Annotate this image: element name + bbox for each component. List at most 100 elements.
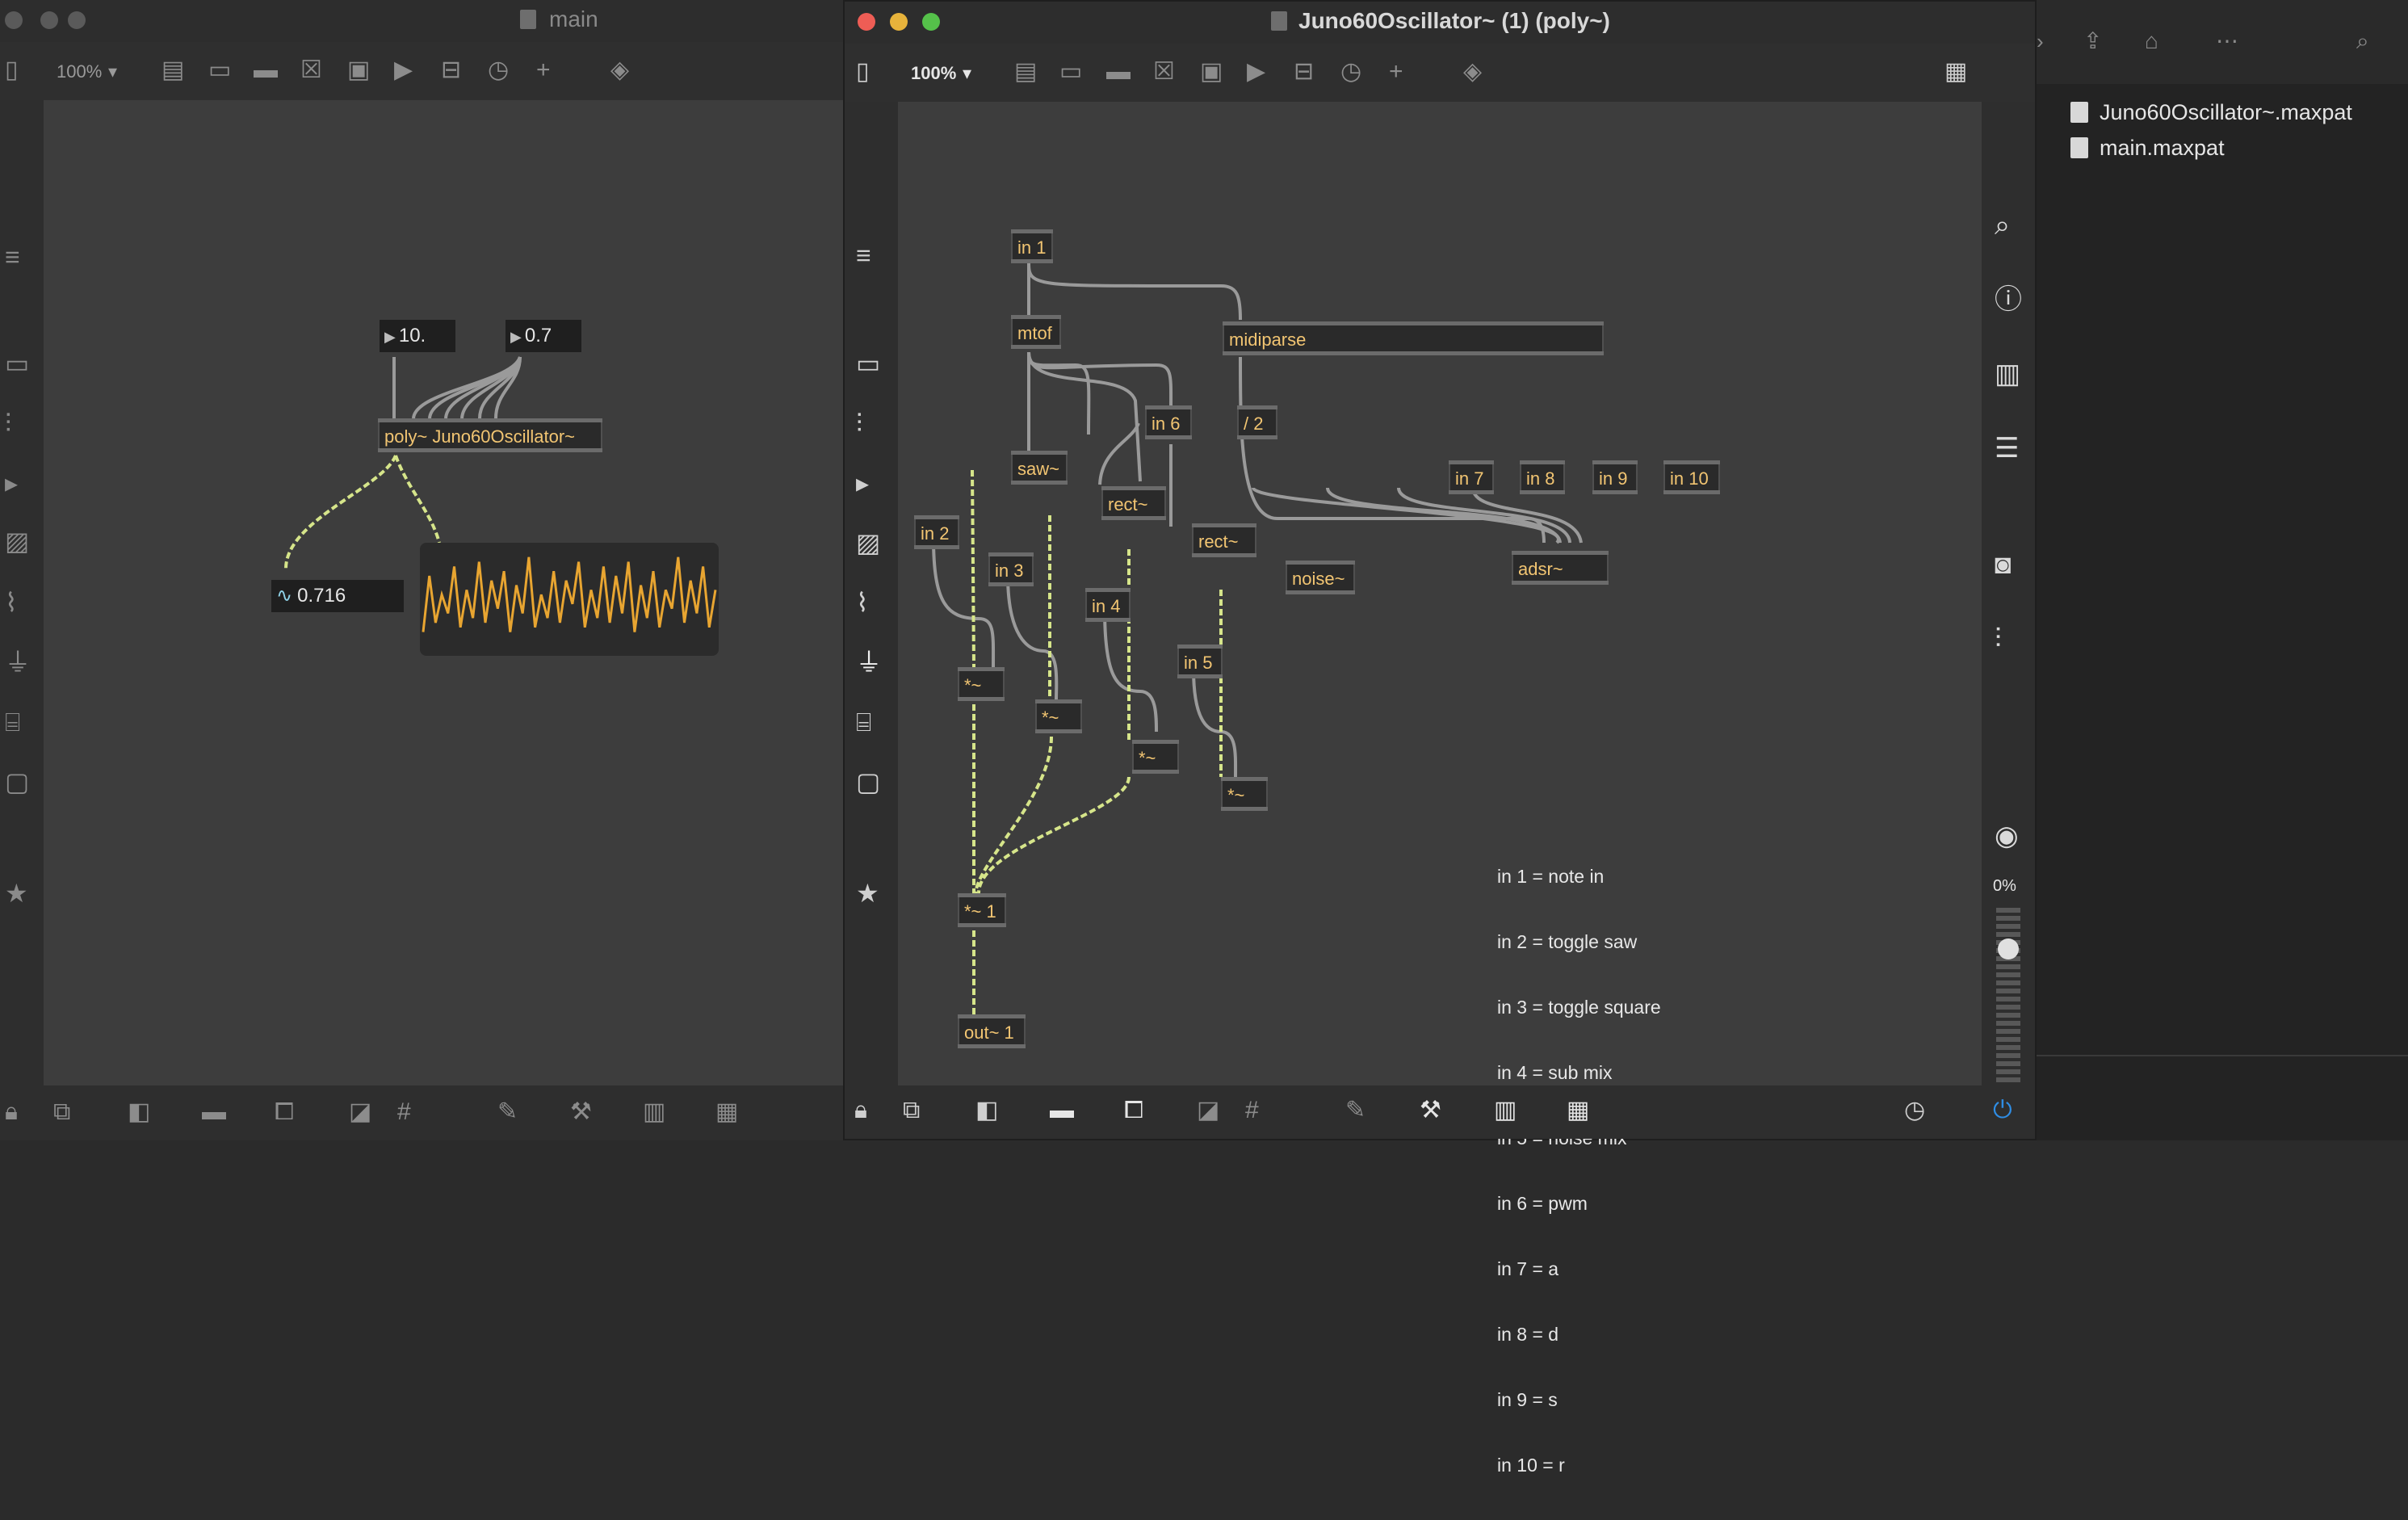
console-icon[interactable]: ▬: [202, 1098, 226, 1125]
object-in-7[interactable]: in 7: [1449, 460, 1494, 494]
more-icon[interactable]: ⋯: [2216, 28, 2238, 53]
comment-icon[interactable]: ▬: [1106, 58, 1131, 85]
add-object-icon[interactable]: +: [536, 57, 551, 83]
number-object-icon[interactable]: ▶: [394, 57, 413, 83]
object-mtof[interactable]: mtof: [1011, 315, 1061, 349]
object-out-1[interactable]: out~ 1: [958, 1014, 1026, 1048]
add-object-icon[interactable]: +: [1389, 58, 1403, 85]
toggle-object-icon[interactable]: ▣: [347, 57, 371, 83]
object-multiply-env[interactable]: *~ 1: [958, 893, 1006, 927]
object-midiparse[interactable]: midiparse: [1223, 321, 1604, 355]
windows-icon[interactable]: ⧠: [1124, 1097, 1143, 1123]
debug-icon[interactable]: ◧: [975, 1097, 999, 1123]
comment-icon[interactable]: ▬: [254, 57, 278, 83]
close-button[interactable]: [5, 11, 23, 29]
image-icon[interactable]: ▨: [856, 528, 881, 557]
object-divide-2[interactable]: / 2: [1237, 405, 1277, 439]
chevron-icon[interactable]: ›: [2037, 29, 2044, 53]
paperclip-icon[interactable]: ⌇: [5, 588, 18, 617]
zoom-level[interactable]: 100%: [57, 61, 103, 82]
mixer-icon[interactable]: ▦: [715, 1098, 739, 1125]
audio-icon[interactable]: ⫶: [5, 409, 12, 438]
mixer-icon[interactable]: ▦: [1567, 1097, 1590, 1123]
hide-icon[interactable]: ◪: [1197, 1097, 1220, 1123]
add-object-icon[interactable]: ✎: [497, 1098, 518, 1125]
object-in-2[interactable]: in 2: [914, 515, 959, 549]
object-adsr[interactable]: adsr~: [1512, 551, 1609, 585]
chevron-down-icon[interactable]: ▾: [963, 63, 972, 83]
grid-icon[interactable]: #: [397, 1098, 411, 1125]
console-icon[interactable]: ▬: [1050, 1097, 1074, 1123]
star-icon[interactable]: ★: [5, 879, 28, 908]
menu-icon[interactable]: ≡: [5, 242, 20, 271]
debug-icon[interactable]: ◧: [128, 1098, 151, 1125]
signal-number-box[interactable]: ∿0.716: [271, 580, 404, 612]
power-icon[interactable]: ⏻: [1993, 1097, 2012, 1123]
zoom-level[interactable]: 100%: [911, 63, 957, 83]
lock-icon[interactable]: 🔒︎: [854, 1097, 867, 1123]
grid-icon[interactable]: #: [1245, 1097, 1259, 1123]
paperclip-icon[interactable]: ⌇: [856, 588, 869, 617]
object-noise[interactable]: noise~: [1286, 561, 1355, 594]
poly-canvas[interactable]: in 1 mtof midiparse in 6 / 2 saw~ rect~ …: [898, 102, 1982, 1476]
video-icon[interactable]: ▸: [5, 468, 19, 498]
presentation-icon[interactable]: ⧉: [53, 1098, 71, 1125]
dial-object-icon[interactable]: ◷: [1340, 58, 1362, 85]
tag-icon[interactable]: ⌂: [2145, 28, 2158, 53]
presentation-icon[interactable]: ⧉: [903, 1097, 921, 1123]
camera-icon[interactable]: ◙: [1995, 549, 2012, 580]
object-in-8[interactable]: in 8: [1520, 460, 1565, 494]
volume-slider-knob[interactable]: [1998, 938, 2019, 959]
object-saw[interactable]: saw~: [1011, 451, 1068, 485]
info-icon[interactable]: ⓘ: [1995, 284, 2022, 315]
object-multiply-sub[interactable]: *~: [1132, 740, 1179, 774]
chevron-down-icon[interactable]: ▾: [108, 61, 118, 82]
object-in-9[interactable]: in 9: [1592, 460, 1638, 494]
add-object-icon[interactable]: ✎: [1345, 1097, 1366, 1123]
button-object-icon[interactable]: ☒: [300, 57, 322, 83]
main-canvas[interactable]: ▶10. ▶0.7 poly~ Juno60Oscillator~ ∿0.716: [44, 100, 844, 1085]
wrench-icon[interactable]: ⚒: [1420, 1097, 1441, 1123]
object-icon[interactable]: ▤: [1014, 58, 1038, 85]
scope-display[interactable]: [420, 543, 719, 656]
object-multiply-noise[interactable]: *~: [1221, 777, 1268, 811]
minimize-button[interactable]: [890, 13, 908, 31]
object-multiply-square[interactable]: *~: [1035, 699, 1082, 733]
object-in-1[interactable]: in 1: [1011, 229, 1053, 263]
number-object-icon[interactable]: ▶: [1247, 58, 1266, 85]
message-icon[interactable]: ▭: [1059, 58, 1083, 85]
list-icon[interactable]: ☰: [1995, 433, 2020, 464]
transport-icon[interactable]: ◷: [1904, 1097, 1926, 1123]
button-object-icon[interactable]: ☒: [1153, 58, 1175, 85]
object-in-4[interactable]: in 4: [1085, 588, 1131, 622]
object-multiply-saw[interactable]: *~: [958, 667, 1005, 701]
image-icon[interactable]: ▨: [5, 527, 30, 556]
snippet-icon[interactable]: ▢: [5, 767, 30, 796]
dsp-toggle-icon[interactable]: ◉: [1995, 821, 2019, 851]
object-in-6[interactable]: in 6: [1145, 405, 1192, 439]
zoom-button[interactable]: [68, 11, 86, 29]
sidebar-toggle-icon[interactable]: ▯: [5, 57, 19, 83]
object-rect-2[interactable]: rect~: [1192, 523, 1256, 557]
object-in-10[interactable]: in 10: [1663, 460, 1720, 494]
poly-object[interactable]: poly~ Juno60Oscillator~: [378, 418, 602, 452]
star-icon[interactable]: ★: [856, 879, 879, 908]
plug-icon[interactable]: ⏚: [856, 648, 883, 677]
object-in-5[interactable]: in 5: [1177, 645, 1223, 678]
dial-object-icon[interactable]: ◷: [488, 57, 510, 83]
slider-object-icon[interactable]: ⊟: [1294, 58, 1315, 85]
wrench-icon[interactable]: ⚒: [570, 1098, 592, 1125]
video-icon[interactable]: ▸: [856, 468, 870, 498]
volume-meter[interactable]: [1996, 908, 2020, 1082]
slider-object-icon[interactable]: ⊟: [441, 57, 462, 83]
sliders-icon[interactable]: ⫶: [1995, 624, 2002, 654]
number-box-10[interactable]: ▶10.: [380, 320, 455, 352]
sidebar-toggle-icon[interactable]: ▯: [856, 58, 870, 85]
book-icon[interactable]: ▥: [1995, 359, 2021, 389]
minimize-button[interactable]: [40, 11, 58, 29]
browser-icon[interactable]: ▭: [856, 349, 881, 378]
paint-bucket-icon[interactable]: ◈: [610, 57, 630, 83]
object-icon[interactable]: ▤: [162, 57, 185, 83]
share-icon[interactable]: ⇪: [2083, 28, 2103, 53]
grid-view-icon[interactable]: ▦: [1944, 58, 1968, 85]
